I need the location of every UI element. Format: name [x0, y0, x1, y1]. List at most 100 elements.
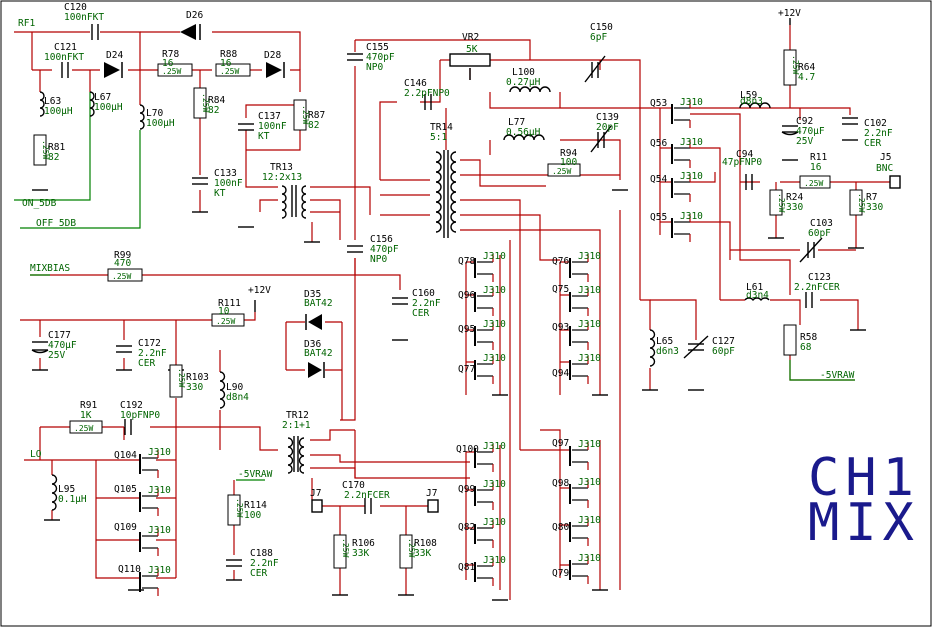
- component-ref: R64: [798, 62, 815, 73]
- transistor-ref: Q82: [458, 522, 475, 533]
- component-ref: R81: [48, 142, 65, 153]
- component-ref: L100: [512, 67, 535, 78]
- net-on5db: ON_5DB: [22, 198, 57, 209]
- transistor-ref: Q97: [552, 438, 569, 449]
- component-value: BAT42: [304, 298, 333, 309]
- power-rating: .25W: [341, 538, 350, 557]
- net-m5v-left: -5VRAW: [238, 469, 273, 480]
- transistor-ref: Q80: [552, 522, 569, 533]
- net-labels: RF1 ON_5DB OFF_5DB MIXBIAS LO +12V +12V …: [18, 8, 893, 499]
- power-rating: .25W: [74, 424, 93, 433]
- transistor-type: J310: [483, 319, 506, 330]
- component-value: 33K: [414, 548, 431, 559]
- component-value: 60pF: [712, 346, 735, 357]
- net-12v-top: +12V: [778, 8, 801, 19]
- transistor-type: J310: [680, 137, 703, 148]
- component-value: 16: [220, 58, 232, 69]
- component-value: 16: [162, 58, 174, 69]
- component-value: 470pF: [370, 244, 399, 255]
- component-value: CER: [138, 358, 155, 369]
- jfet-q55: Q55 J310: [650, 211, 703, 242]
- component-value: CER: [250, 568, 267, 579]
- component-ref: L65: [656, 336, 673, 347]
- component-ref: L95: [58, 484, 75, 495]
- component-ref: D28: [264, 50, 281, 61]
- component-value: 100: [560, 157, 577, 168]
- net-j5: J5: [880, 152, 891, 163]
- component-value: d8n4: [226, 392, 249, 403]
- component-value: 100µH: [44, 106, 73, 117]
- component-value: 82: [48, 152, 59, 163]
- power-rating: .25W: [301, 105, 310, 124]
- component-ref: C139: [596, 112, 619, 123]
- transistor-type: J310: [483, 285, 506, 296]
- transistor-type: J310: [680, 211, 703, 222]
- transistor-type: J310: [578, 353, 601, 364]
- component-value: 100nF: [258, 121, 287, 132]
- transistor-type: J310: [578, 477, 601, 488]
- transistor-ref: Q54: [650, 174, 667, 185]
- transistor-type: J310: [483, 517, 506, 528]
- component-value: 2.2nF: [250, 558, 279, 569]
- component-ref: C102: [864, 118, 887, 129]
- component-value: 470pF: [366, 52, 395, 63]
- component-ref: L59: [740, 90, 757, 101]
- component-value: 33K: [352, 548, 369, 559]
- power-rating: .25W: [777, 193, 786, 212]
- component-value: d3n4: [746, 290, 769, 301]
- component-value: 100: [244, 510, 261, 521]
- transistor-ref: Q79: [552, 568, 569, 579]
- component-value: 2.2pFNP0: [404, 88, 450, 99]
- component-ref: R108: [414, 538, 437, 549]
- component-ref: L70: [146, 108, 163, 119]
- transistor-ref: Q78: [458, 256, 475, 267]
- component-value: 6pF: [590, 32, 607, 43]
- transistor-ref: Q55: [650, 212, 667, 223]
- component-value: 25V: [48, 350, 65, 361]
- transistor-ref: Q81: [458, 562, 475, 573]
- jfet-q96: Q96 J310: [458, 285, 506, 316]
- component-value: KT: [214, 188, 226, 199]
- power-rating: .25W: [407, 538, 416, 557]
- component-ref: C170: [342, 480, 365, 491]
- component-ref: R94: [560, 148, 577, 159]
- component-ref: D26: [186, 10, 203, 21]
- transistor-ref: Q75: [552, 284, 569, 295]
- power-rating: .25W: [220, 67, 239, 76]
- component-ref: C133: [214, 168, 237, 179]
- component-ref: C123: [808, 272, 831, 283]
- electrolytic-layer: [31, 131, 799, 354]
- transistor-ref: Q76: [552, 256, 569, 267]
- component-ref: TR14: [430, 122, 453, 133]
- component-value: 470µF: [48, 340, 77, 351]
- component-value: NP0: [370, 254, 387, 265]
- resistor-layer: [33, 49, 863, 569]
- transistor-type: J310: [148, 447, 171, 458]
- component-ref: C188: [250, 548, 273, 559]
- transistor-ref: Q99: [458, 484, 475, 495]
- component-value: 2.2nFCER: [344, 490, 390, 501]
- component-value: 5K: [466, 44, 478, 55]
- component-value: 20pF: [596, 122, 619, 133]
- component-value: 0.27µH: [506, 77, 541, 88]
- component-ref: C127: [712, 336, 735, 347]
- wire-layer: [14, 25, 890, 600]
- component-value: 100nFKT: [64, 12, 104, 23]
- power-rating: .25W: [804, 179, 823, 188]
- transistor-ref: Q96: [458, 290, 475, 301]
- component-value: 100nF: [214, 178, 243, 189]
- component-ref: R106: [352, 538, 375, 549]
- component-ref: R88: [220, 49, 237, 60]
- component-value: 10: [218, 306, 230, 317]
- net-bnc: BNC: [876, 163, 893, 174]
